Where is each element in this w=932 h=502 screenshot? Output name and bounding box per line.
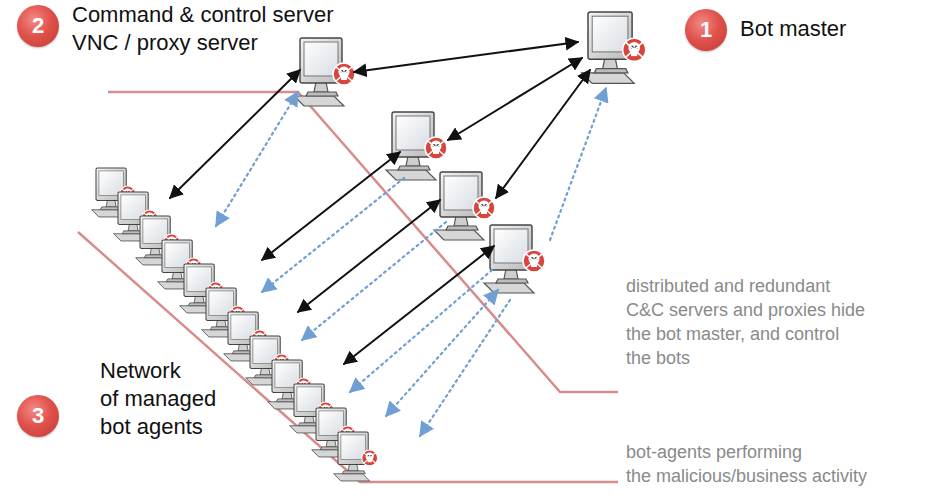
annotation-note: the malicious/business activity [626, 466, 867, 487]
computer-icon [582, 12, 646, 83]
callout-label: bot agents [100, 414, 203, 439]
callout-label: Network [100, 358, 181, 383]
computer-icon [434, 172, 495, 240]
malware-badge [362, 450, 378, 466]
annotation-note: distributed and redundant [626, 276, 830, 297]
leader-lines [78, 92, 618, 482]
control-arrow [262, 152, 400, 260]
control-arrow [344, 246, 494, 364]
annotation-note: C&C servers and proxies hide [626, 300, 865, 321]
callout-label: Bot master [740, 16, 846, 41]
control-arrow [448, 58, 582, 140]
control-arrow [496, 70, 590, 198]
malware-badge [523, 250, 545, 272]
traffic-arrow [386, 290, 498, 416]
callout-digit: 1 [700, 19, 712, 41]
callout-digit: 3 [32, 405, 44, 427]
malware-badge [473, 197, 495, 219]
callout-number: 2 [17, 5, 59, 47]
callout-label: of managed [100, 386, 216, 411]
traffic-arrow [216, 92, 298, 226]
annotation-note: the bots [626, 348, 690, 369]
control-arrow [298, 200, 440, 312]
callout-number: 1 [685, 9, 727, 51]
control-arrow [354, 42, 578, 72]
computer-icon [294, 38, 355, 106]
callout-number: 3 [17, 395, 59, 437]
control-arrow [170, 70, 300, 198]
annotation-note: bot-agents performing [626, 442, 802, 463]
leader-line [78, 232, 618, 482]
callout-label: VNC / proxy server [72, 30, 258, 55]
annotation-note: the bot master, and control [626, 324, 839, 345]
malware-badge [425, 137, 447, 159]
malware-badge [623, 38, 646, 61]
traffic-arrow [350, 270, 492, 392]
computer-icon [334, 432, 378, 481]
malware-badge [333, 63, 355, 85]
computer-icon [484, 225, 545, 293]
traffic-arrow [262, 178, 404, 292]
computer-icon [386, 112, 447, 180]
traffic-arrow [420, 300, 510, 436]
traffic-arrow [550, 88, 606, 240]
callout-digit: 2 [32, 15, 44, 37]
callout-label: Command & control server [72, 2, 334, 27]
traffic-arrow [302, 222, 446, 340]
